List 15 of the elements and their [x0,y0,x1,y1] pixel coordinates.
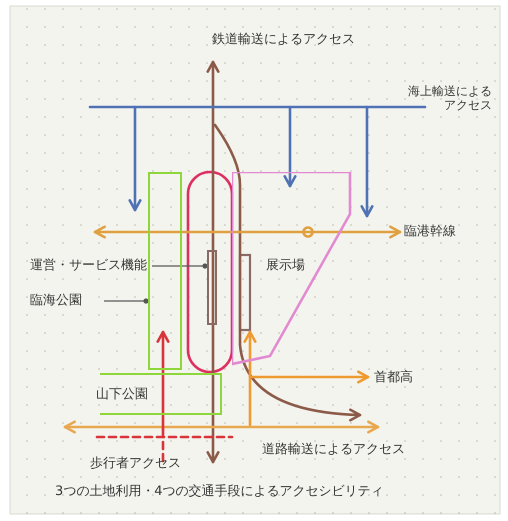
arrow-label: 首都高 [374,370,413,386]
arrow-label: 歩行者アクセス [90,456,181,472]
zone-label: 展示場 [266,258,305,274]
building-bar [207,250,217,325]
caption: 3つの土地利用・4つの交通手段によるアクセシビリティ [55,484,384,500]
callout-label: 臨海公園 [30,293,82,309]
arrow-label: 鉄道輸送によるアクセス [212,32,355,48]
arrow-label: 臨港幹線 [404,224,456,240]
leader-line [152,263,208,269]
leader-line [104,298,149,304]
arrow-label: 道路輸送によるアクセス [262,442,405,458]
callout-label: 運営・サービス機能 [30,258,147,274]
zone-label: 山下公園 [96,387,148,403]
arrow-label: 海上輸送によるアクセス [407,84,492,112]
zone-outline [148,172,182,370]
